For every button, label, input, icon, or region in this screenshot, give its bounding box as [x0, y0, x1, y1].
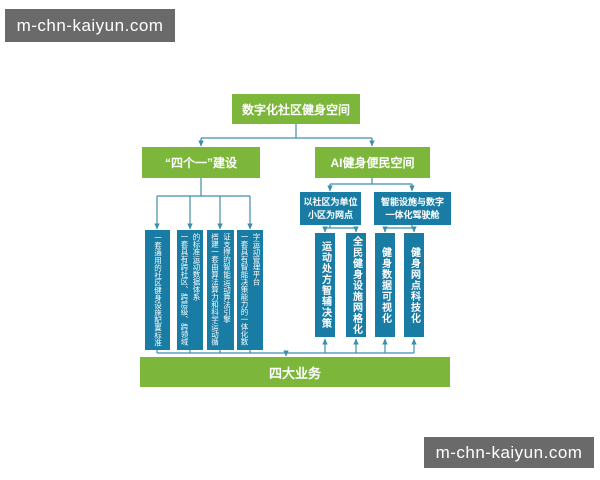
pillar-label: 健身网点科技化 [408, 246, 420, 324]
branch-four-in-one: “四个一”建设 [142, 147, 260, 178]
pillar-label: 一套具有跨社区、跨层级、跨领域的标准运动数据体系 [180, 233, 201, 346]
sub-box-line: 小区为网点 [307, 209, 353, 220]
sub-box-smart-facility-cockpit: 智能设施与数字 一体化驾驶舱 [374, 192, 451, 225]
pillar-label: 健身数据可视化 [379, 246, 391, 324]
root-node-digital-community-fitness: 数字化社区健身空间 [232, 94, 360, 124]
pillar-label: 一套具有智能决策能力的一体化数字运动管理平台 [240, 233, 261, 346]
watermark-text: m-chn-kaiyun.com [435, 442, 583, 462]
footer-four-major-businesses: 四大业务 [140, 357, 450, 387]
pillar-label: 运动处方智辅决策 [319, 241, 331, 329]
pillar-intelligent-sports-algorithm-engine: 搭建一套由算法算力和科学运动循证支撑的智能运动算法引擎 [207, 230, 234, 350]
branch-ai-fitness-space: AI健身便民空间 [315, 147, 430, 178]
watermark-top: m-chn-kaiyun.com [5, 9, 175, 42]
business-exercise-prescription-decision: 运动处方智辅决策 [315, 233, 335, 337]
business-fitness-facility-grid: 全民健身设施网格化 [346, 233, 366, 337]
sub-box-line: 智能设施与数字 [380, 197, 444, 208]
sub-box-line: 一体化驾驶舱 [385, 209, 440, 220]
watermark-text: m-chn-kaiyun.com [16, 15, 164, 35]
business-fitness-data-visualization: 健身数据可视化 [375, 233, 395, 337]
pillar-label: 全民健身设施网格化 [350, 235, 362, 335]
pillar-facility-standard: 一套通用的社区健身设施配置标准 [145, 230, 170, 350]
pillar-label: 一套通用的社区健身设施配置标准 [153, 233, 163, 347]
sub-box-line: 以社区为单位 [303, 197, 358, 208]
business-fitness-network-technology: 健身网点科技化 [404, 233, 424, 337]
pillar-label: 搭建一套由算法算力和科学运动循证支撑的智能运动算法引擎 [210, 233, 232, 346]
pillar-integrated-digital-management-platform: 一套具有智能决策能力的一体化数字运动管理平台 [237, 230, 263, 350]
watermark-bottom: m-chn-kaiyun.com [424, 437, 594, 468]
pillar-standard-sports-data-system: 一套具有跨社区、跨层级、跨领域的标准运动数据体系 [177, 230, 203, 350]
sub-box-community-unit: 以社区为单位 小区为网点 [300, 192, 361, 225]
